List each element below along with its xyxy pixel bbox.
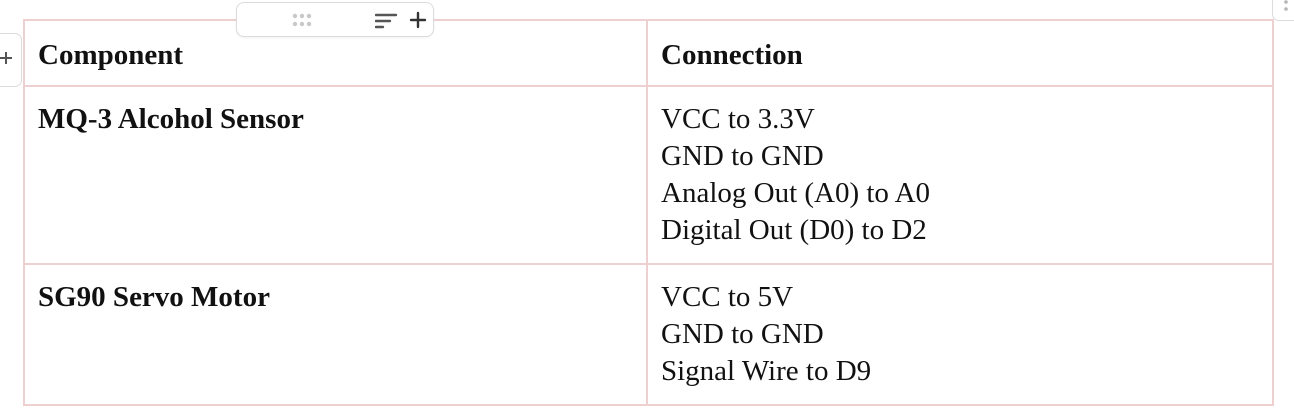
cell-connection[interactable]: VCC to 3.3V GND to GND Analog Out (A0) t…: [646, 85, 1274, 265]
connection-line: Signal Wire to D9: [661, 355, 872, 387]
table-header-row: Component Connection: [23, 19, 1274, 87]
more-vertical-icon: [1284, 0, 1288, 11]
connection-table: Component Connection MQ-3 Alcohol Sensor…: [23, 19, 1274, 406]
plus-icon[interactable]: [409, 11, 427, 29]
connection-line: VCC to 3.3V: [661, 103, 815, 135]
table-row: MQ-3 Alcohol Sensor VCC to 3.3V GND to G…: [23, 85, 1274, 265]
connection-line: GND to GND: [661, 318, 824, 350]
cell-component[interactable]: MQ-3 Alcohol Sensor: [23, 85, 648, 265]
table-block: Component Connection MQ-3 Alcohol Sensor…: [23, 19, 1274, 406]
connection-line: GND to GND: [661, 140, 824, 172]
more-options-button[interactable]: [1272, 0, 1294, 21]
connection-line: VCC to 5V: [661, 281, 794, 313]
connection-line: Analog Out (A0) to A0: [661, 177, 931, 209]
plus-icon: [0, 52, 12, 64]
add-block-button[interactable]: [0, 33, 22, 87]
header-connection[interactable]: Connection: [646, 19, 1274, 87]
connection-line: Digital Out (D0) to D2: [661, 214, 927, 246]
cell-component[interactable]: SG90 Servo Motor: [23, 263, 648, 406]
drag-handle-icon[interactable]: [292, 13, 318, 29]
cell-connection[interactable]: VCC to 5V GND to GND Signal Wire to D9: [646, 263, 1274, 406]
table-row: SG90 Servo Motor VCC to 5V GND to GND Si…: [23, 263, 1274, 406]
align-icon[interactable]: [375, 12, 399, 30]
table-toolbar: [236, 2, 434, 37]
